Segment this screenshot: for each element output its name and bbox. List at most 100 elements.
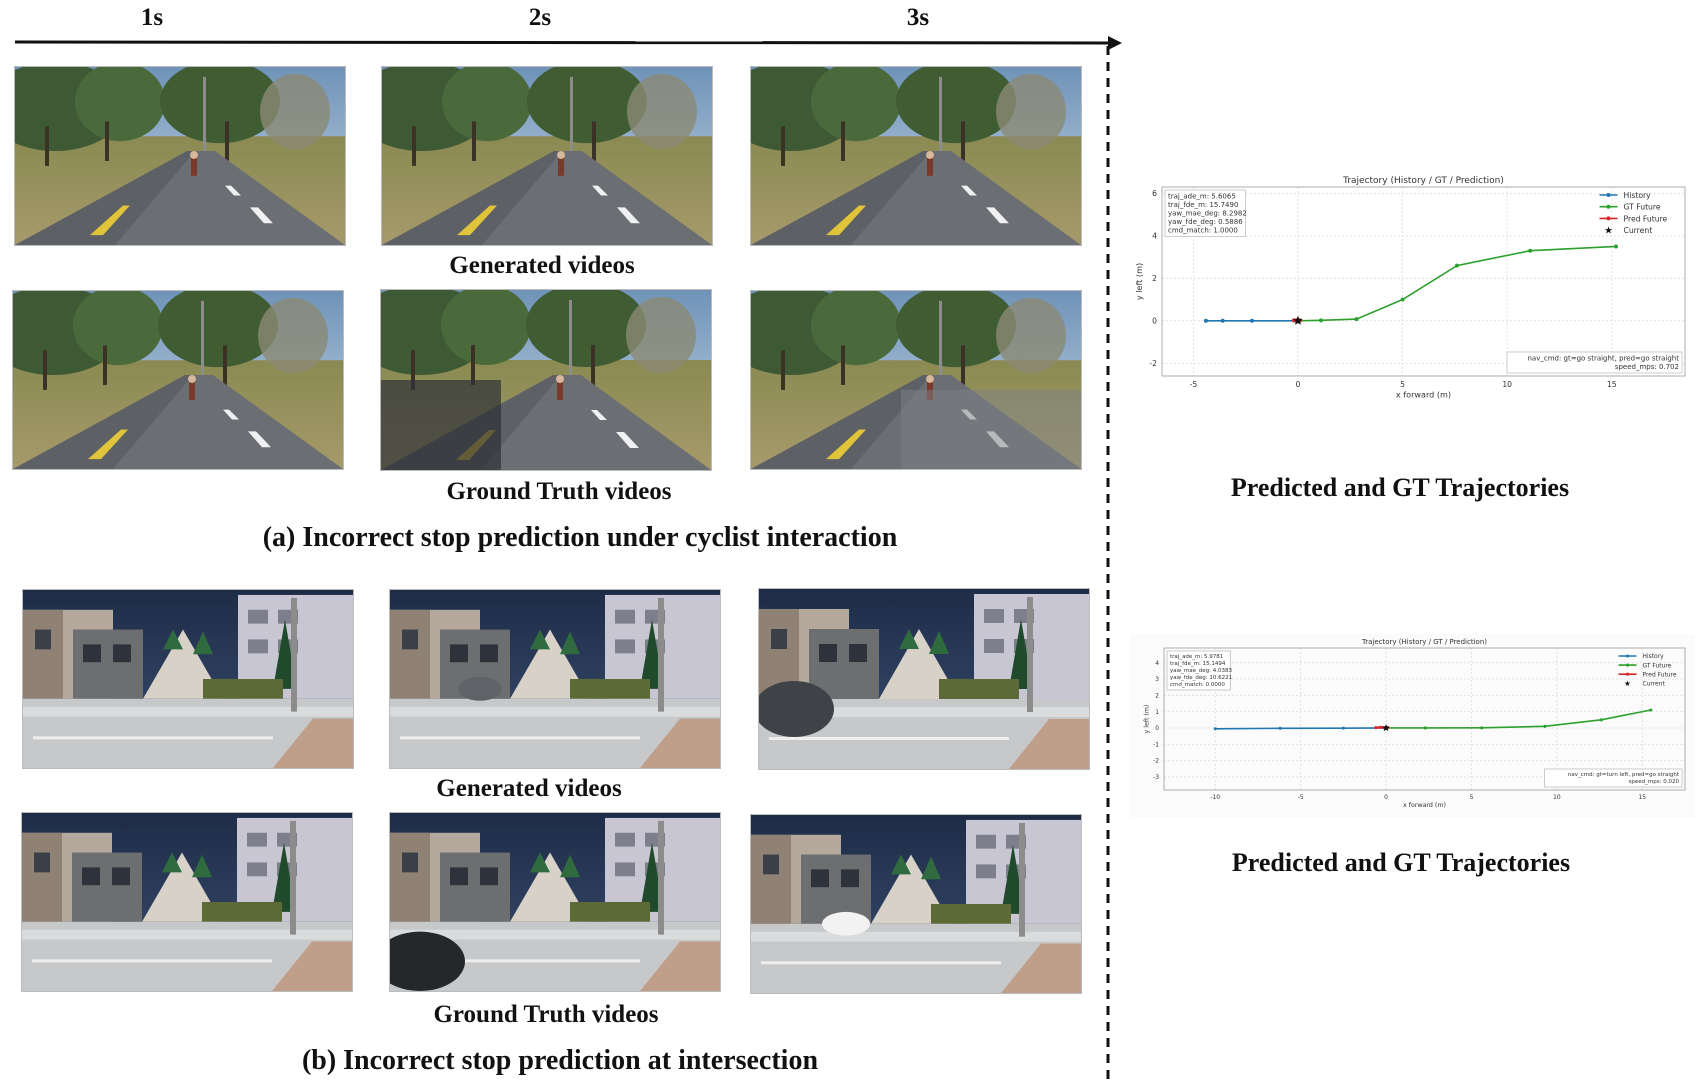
legend-swatch-dot — [1606, 216, 1611, 221]
panel-b-gt-frame-1s — [21, 812, 353, 992]
x-tick-label: 0 — [1384, 794, 1388, 801]
time-label-1s: 1s — [140, 4, 164, 31]
trajectory-caption-a: Predicted and GT Trajectories — [1230, 473, 1570, 502]
panel-b-generated-frame-2s — [389, 589, 721, 769]
panel-a-title: (a) Incorrect stop prediction under cycl… — [262, 522, 898, 553]
metric-line: traj_fde_m: 15.7490 — [1168, 201, 1238, 209]
y-tick-label: 4 — [1155, 660, 1159, 667]
x-tick-label: 15 — [1639, 794, 1647, 801]
gt-future-point — [1543, 724, 1547, 728]
y-tick-label: 2 — [1152, 274, 1157, 283]
history-point — [1203, 318, 1208, 323]
trajectory-caption-b: Predicted and GT Trajectories — [1231, 848, 1571, 877]
panel-a-generated-frame-1s — [14, 66, 346, 246]
x-tick-label: 15 — [1607, 380, 1617, 389]
metric-line: yaw_fde_deg: 10.6221 — [1170, 675, 1232, 681]
legend-label: Pred Future — [1624, 214, 1668, 223]
panel-a-gt-frame-3s — [750, 290, 1082, 470]
legend-current-icon: ★ — [1624, 679, 1631, 688]
x-tick-label: 10 — [1553, 794, 1561, 801]
legend-swatch-dot — [1606, 204, 1611, 209]
y-tick-label: 6 — [1152, 189, 1157, 198]
history-point — [1220, 318, 1225, 323]
y-tick-label: 0 — [1152, 316, 1157, 325]
panel-b-generated-frame-1s — [22, 589, 354, 769]
legend-label: History — [1624, 191, 1652, 200]
nav-cmd-line: speed_mps: 0.020 — [1629, 779, 1680, 785]
nav-cmd-line: nav_cmd: gt=turn left, pred=go straight — [1568, 772, 1680, 778]
x-tick-label: -10 — [1210, 794, 1220, 801]
legend-swatch-dot — [1625, 654, 1630, 658]
panel-divider — [1106, 46, 1110, 1086]
panel-b-gt-caption: Ground Truth videos — [433, 1001, 659, 1028]
gt-future-point — [1423, 726, 1427, 730]
history-line — [1215, 727, 1385, 730]
legend-swatch-dot — [1625, 663, 1630, 667]
metric-line: cmd_match: 1.0000 — [1168, 227, 1238, 235]
current-position-marker — [1382, 724, 1390, 732]
metrics-box — [1166, 650, 1231, 691]
pred-future-point — [1379, 725, 1383, 729]
legend-label: Current — [1643, 681, 1666, 688]
history-point — [1249, 318, 1254, 323]
gt-future-point — [1613, 244, 1618, 249]
current-position-marker — [1293, 315, 1303, 325]
chart-title: Trajectory (History / GT / Prediction) — [1342, 176, 1504, 186]
panel-b-generated-frame-3s — [758, 588, 1090, 770]
plot-frame — [1163, 647, 1686, 791]
panel-b-title: (b) Incorrect stop prediction at interse… — [301, 1045, 819, 1076]
panel-a-gt-caption: Ground Truth videos — [446, 478, 672, 505]
panel-a-gt-frame-2s — [380, 289, 712, 471]
gt-future-point — [1319, 318, 1323, 323]
trajectory-plot-a: Trajectory (History / GT / Prediction)-5… — [1134, 176, 1686, 400]
metric-line: traj_fde_m: 15.1494 — [1170, 661, 1226, 667]
legend-swatch-dot — [1625, 672, 1630, 676]
gt-future-line — [1386, 709, 1651, 729]
x-axis-label: x forward (m) — [1396, 390, 1451, 400]
panel-b-gt-frame-2s — [389, 812, 721, 992]
panel-b-gt-frame-3s — [750, 814, 1082, 994]
metric-line: yaw_mae_deg: 4.0383 — [1170, 668, 1232, 674]
legend-label: History — [1643, 653, 1665, 660]
x-tick-label: 10 — [1502, 380, 1512, 389]
y-tick-label: -3 — [1153, 774, 1159, 781]
x-tick-label: 5 — [1470, 794, 1474, 801]
panel-a-gt-frame-1s — [12, 290, 344, 470]
legend-label: Pred Future — [1643, 671, 1677, 678]
trajectory-plot-b: Trajectory (History / GT / Prediction) -1… — [1130, 634, 1695, 818]
metric-line: yaw_mae_deg: 8.2982 — [1168, 210, 1247, 218]
legend-label: GT Future — [1643, 662, 1672, 669]
gt-future-line — [1297, 245, 1617, 322]
gt-future-point — [1354, 317, 1359, 322]
history-point — [1278, 726, 1282, 730]
legend-swatch-dot — [1606, 193, 1611, 197]
y-tick-label: 3 — [1155, 676, 1159, 683]
gt-future-point — [1649, 708, 1653, 712]
y-tick-label: 0 — [1155, 725, 1159, 732]
x-tick-label: -5 — [1298, 794, 1304, 801]
legend-label: Current — [1624, 226, 1653, 235]
nav-cmd-line: nav_cmd: gt=go straight, pred=go straigh… — [1527, 355, 1679, 363]
metric-line: traj_ade_m: 5.6065 — [1168, 193, 1236, 201]
x-tick-label: 0 — [1296, 380, 1301, 389]
time-label-2s: 2s — [528, 4, 552, 31]
y-tick-label: -2 — [1149, 359, 1157, 368]
panel-a-generated-caption: Generated videos — [449, 252, 635, 279]
y-tick-label: -1 — [1153, 741, 1159, 748]
y-tick-label: 4 — [1152, 232, 1157, 241]
plot-frame — [1161, 186, 1686, 377]
y-axis-label: y left (m) — [1134, 263, 1144, 300]
time-label-3s: 3s — [906, 4, 930, 31]
history-point — [1213, 727, 1217, 731]
x-axis-label: x forward (m) — [1403, 802, 1446, 809]
chart-title: Trajectory (History / GT / Prediction) — [1361, 638, 1487, 646]
legend-current-icon: ★ — [1604, 225, 1613, 236]
gt-future-point — [1480, 726, 1484, 730]
nav-cmd-box — [1544, 768, 1683, 788]
nav-cmd-box — [1506, 351, 1683, 374]
nav-cmd-line: speed_mps: 0.702 — [1615, 363, 1679, 371]
legend-label: GT Future — [1624, 203, 1661, 212]
metrics-box — [1164, 189, 1246, 237]
y-axis-label: y left (m) — [1144, 705, 1151, 734]
gt-future-point — [1599, 718, 1603, 722]
